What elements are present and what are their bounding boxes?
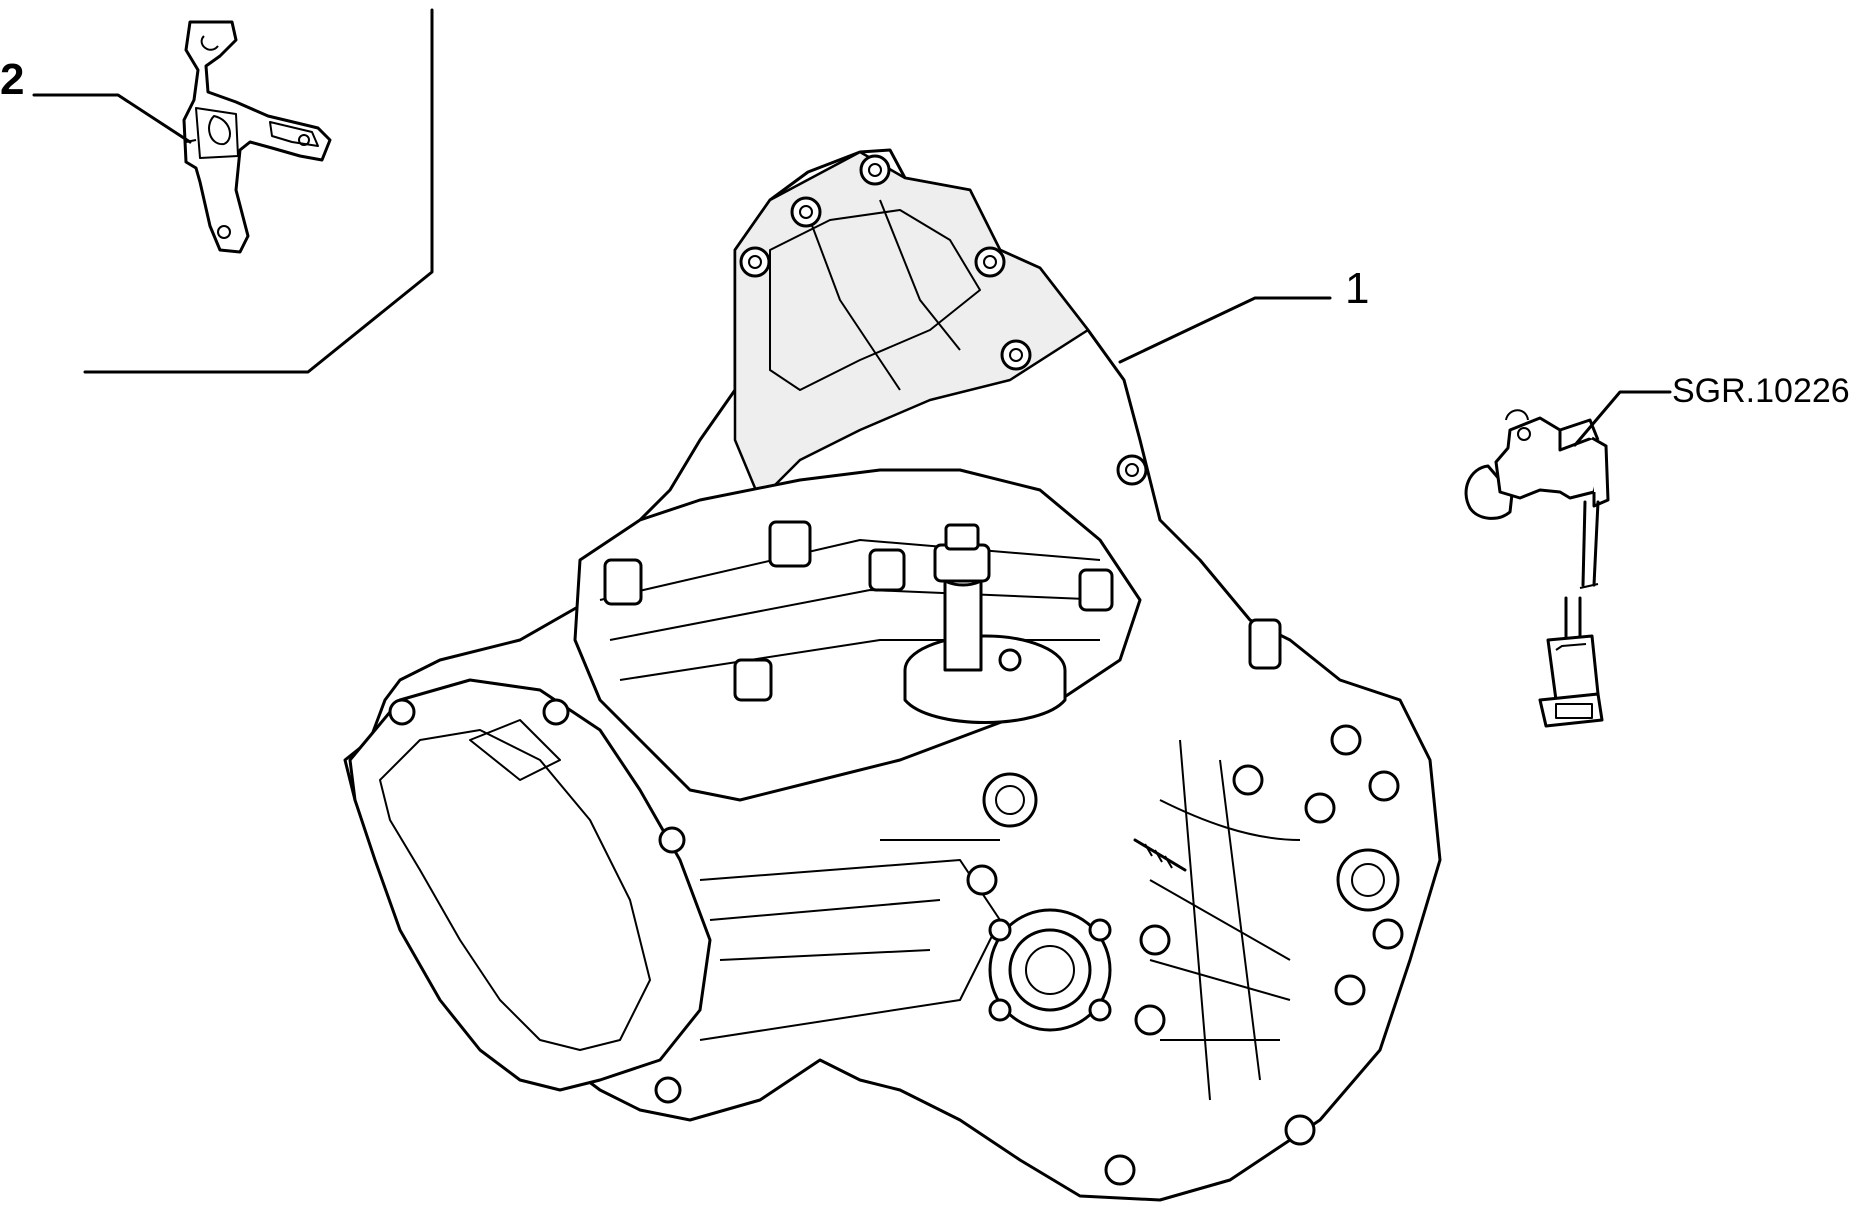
callout-2-label: 2 xyxy=(0,55,24,104)
callout-sgr: SGR.10226 xyxy=(1573,372,1850,447)
inset-frame xyxy=(83,8,434,374)
callout-sgr-label: SGR.10226 xyxy=(1672,372,1850,410)
gearbox-assembly-part[interactable] xyxy=(343,148,1442,1202)
callout-2: 2 xyxy=(0,55,192,144)
shift-bracket-part[interactable] xyxy=(182,20,332,254)
callout-1-label: 1 xyxy=(1345,264,1369,313)
speed-sensor-part[interactable] xyxy=(1464,409,1610,728)
callout-1: 1 xyxy=(1118,264,1369,364)
